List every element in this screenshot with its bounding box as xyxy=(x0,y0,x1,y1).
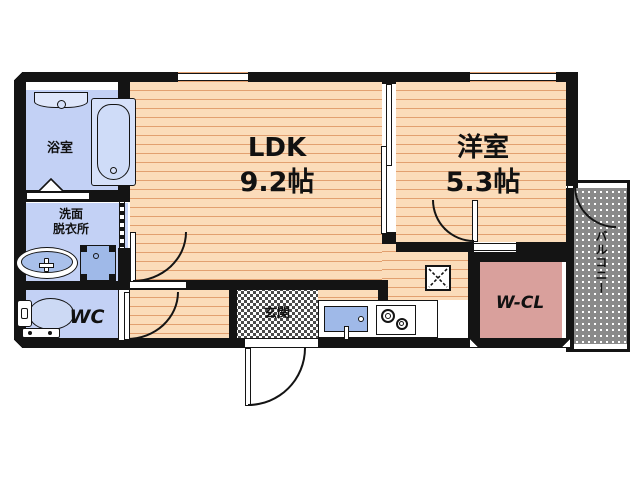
wall-ldk-left-lower xyxy=(118,248,130,290)
door-arc-entrance xyxy=(248,348,306,406)
room-label-balcony: バルコニー xyxy=(594,230,608,295)
wall-wcl-top xyxy=(468,252,574,262)
toilet-base-dot-l xyxy=(28,331,32,335)
wall-bottom-outer-mid xyxy=(318,338,480,348)
door-bath-fold-icon xyxy=(38,178,64,192)
wall-washitsu-bottom-2 xyxy=(516,242,574,252)
toilet-base-dot-r xyxy=(48,331,52,335)
room-label-wcl: W-CL xyxy=(495,293,545,313)
room-label-washroom-line2: 脱衣所 xyxy=(52,222,89,236)
pillar-marker-icon xyxy=(425,265,451,291)
wall-washitsu-bottom xyxy=(396,242,474,252)
partition-ldk-washitsu-b[interactable] xyxy=(381,146,387,234)
wall-washroom-wc xyxy=(14,281,130,290)
door-bath[interactable] xyxy=(26,192,90,200)
balcony-frame-right xyxy=(627,180,630,352)
wall-top-outer xyxy=(14,72,178,82)
room-floor-washitsu xyxy=(396,72,566,242)
room-area-ldk: 9.2帖 xyxy=(239,167,315,198)
window-balcony-door[interactable] xyxy=(567,186,574,188)
wall-bottom-outer-left xyxy=(14,338,235,348)
stove-burner-small-icon xyxy=(396,318,408,330)
toilet-tank-lid-icon xyxy=(21,308,28,319)
bathtub-drain-icon xyxy=(110,167,117,174)
room-label-entrance: 玄関 xyxy=(263,306,290,321)
wall-bottom-outer-right xyxy=(480,338,570,348)
door-sill-washitsu[interactable] xyxy=(474,243,516,251)
bath-faucet-icon xyxy=(57,100,66,109)
kitchen-faucet-icon xyxy=(344,326,349,340)
wall-left-outer xyxy=(14,72,26,348)
wm-corner-br xyxy=(109,274,115,280)
wall-ldk-washitsu-bottom xyxy=(382,232,396,244)
room-floor-wcl xyxy=(478,262,562,346)
stove-burner-large-inner-icon xyxy=(385,313,391,319)
room-floor-entrance xyxy=(235,288,318,346)
stove-burner-large-icon xyxy=(381,309,395,323)
room-label-wc: WC xyxy=(69,306,105,328)
room-floor-balcony xyxy=(573,188,627,344)
window-washitsu-north[interactable] xyxy=(470,73,556,81)
toilet-base xyxy=(22,328,60,338)
corner-notch-tl xyxy=(14,72,24,82)
room-area-washitsu: 5.3帖 xyxy=(445,167,521,198)
door-sill-ldk-hall[interactable] xyxy=(130,281,186,289)
stove-burner-small-inner-icon xyxy=(399,321,404,326)
door-leaf-wc-2[interactable] xyxy=(124,292,130,340)
vanity-faucet-handle-icon xyxy=(39,263,54,268)
balcony-frame-top xyxy=(566,180,630,183)
wm-corner-bl xyxy=(81,274,87,280)
wall-top-outer-2 xyxy=(248,72,470,82)
wm-corner-tr xyxy=(109,246,115,252)
wall-corridor-entrance xyxy=(229,288,237,346)
room-label-bath: 浴室 xyxy=(46,141,73,156)
wm-corner-tl xyxy=(81,246,87,252)
balcony-frame-bottom xyxy=(566,349,630,352)
wall-bottom-outer-entrance xyxy=(235,338,245,348)
corner-notch-wcl-br xyxy=(560,338,570,347)
corner-notch-bl xyxy=(14,338,24,348)
kitchen-sink-drain-icon xyxy=(358,316,364,322)
wall-right-lower xyxy=(566,242,574,348)
corner-notch-wcl-bl xyxy=(470,338,480,347)
room-label-washroom-line1: 洗面 xyxy=(58,207,83,221)
wall-right-washitsu xyxy=(566,72,578,188)
window-ldk-north[interactable] xyxy=(178,73,248,81)
room-label-ldk: LDK xyxy=(247,133,307,163)
partition-ldk-washitsu-a[interactable] xyxy=(386,84,392,166)
partition-washroom-dashes xyxy=(120,203,124,247)
wall-ldk-washitsu-top xyxy=(382,72,396,84)
wall-wcl-left xyxy=(468,252,480,346)
room-label-washitsu: 洋室 xyxy=(456,133,509,163)
door-sill-entrance xyxy=(245,338,318,348)
wm-drain-icon xyxy=(93,253,99,259)
wall-corridor-top-2 xyxy=(186,280,386,290)
